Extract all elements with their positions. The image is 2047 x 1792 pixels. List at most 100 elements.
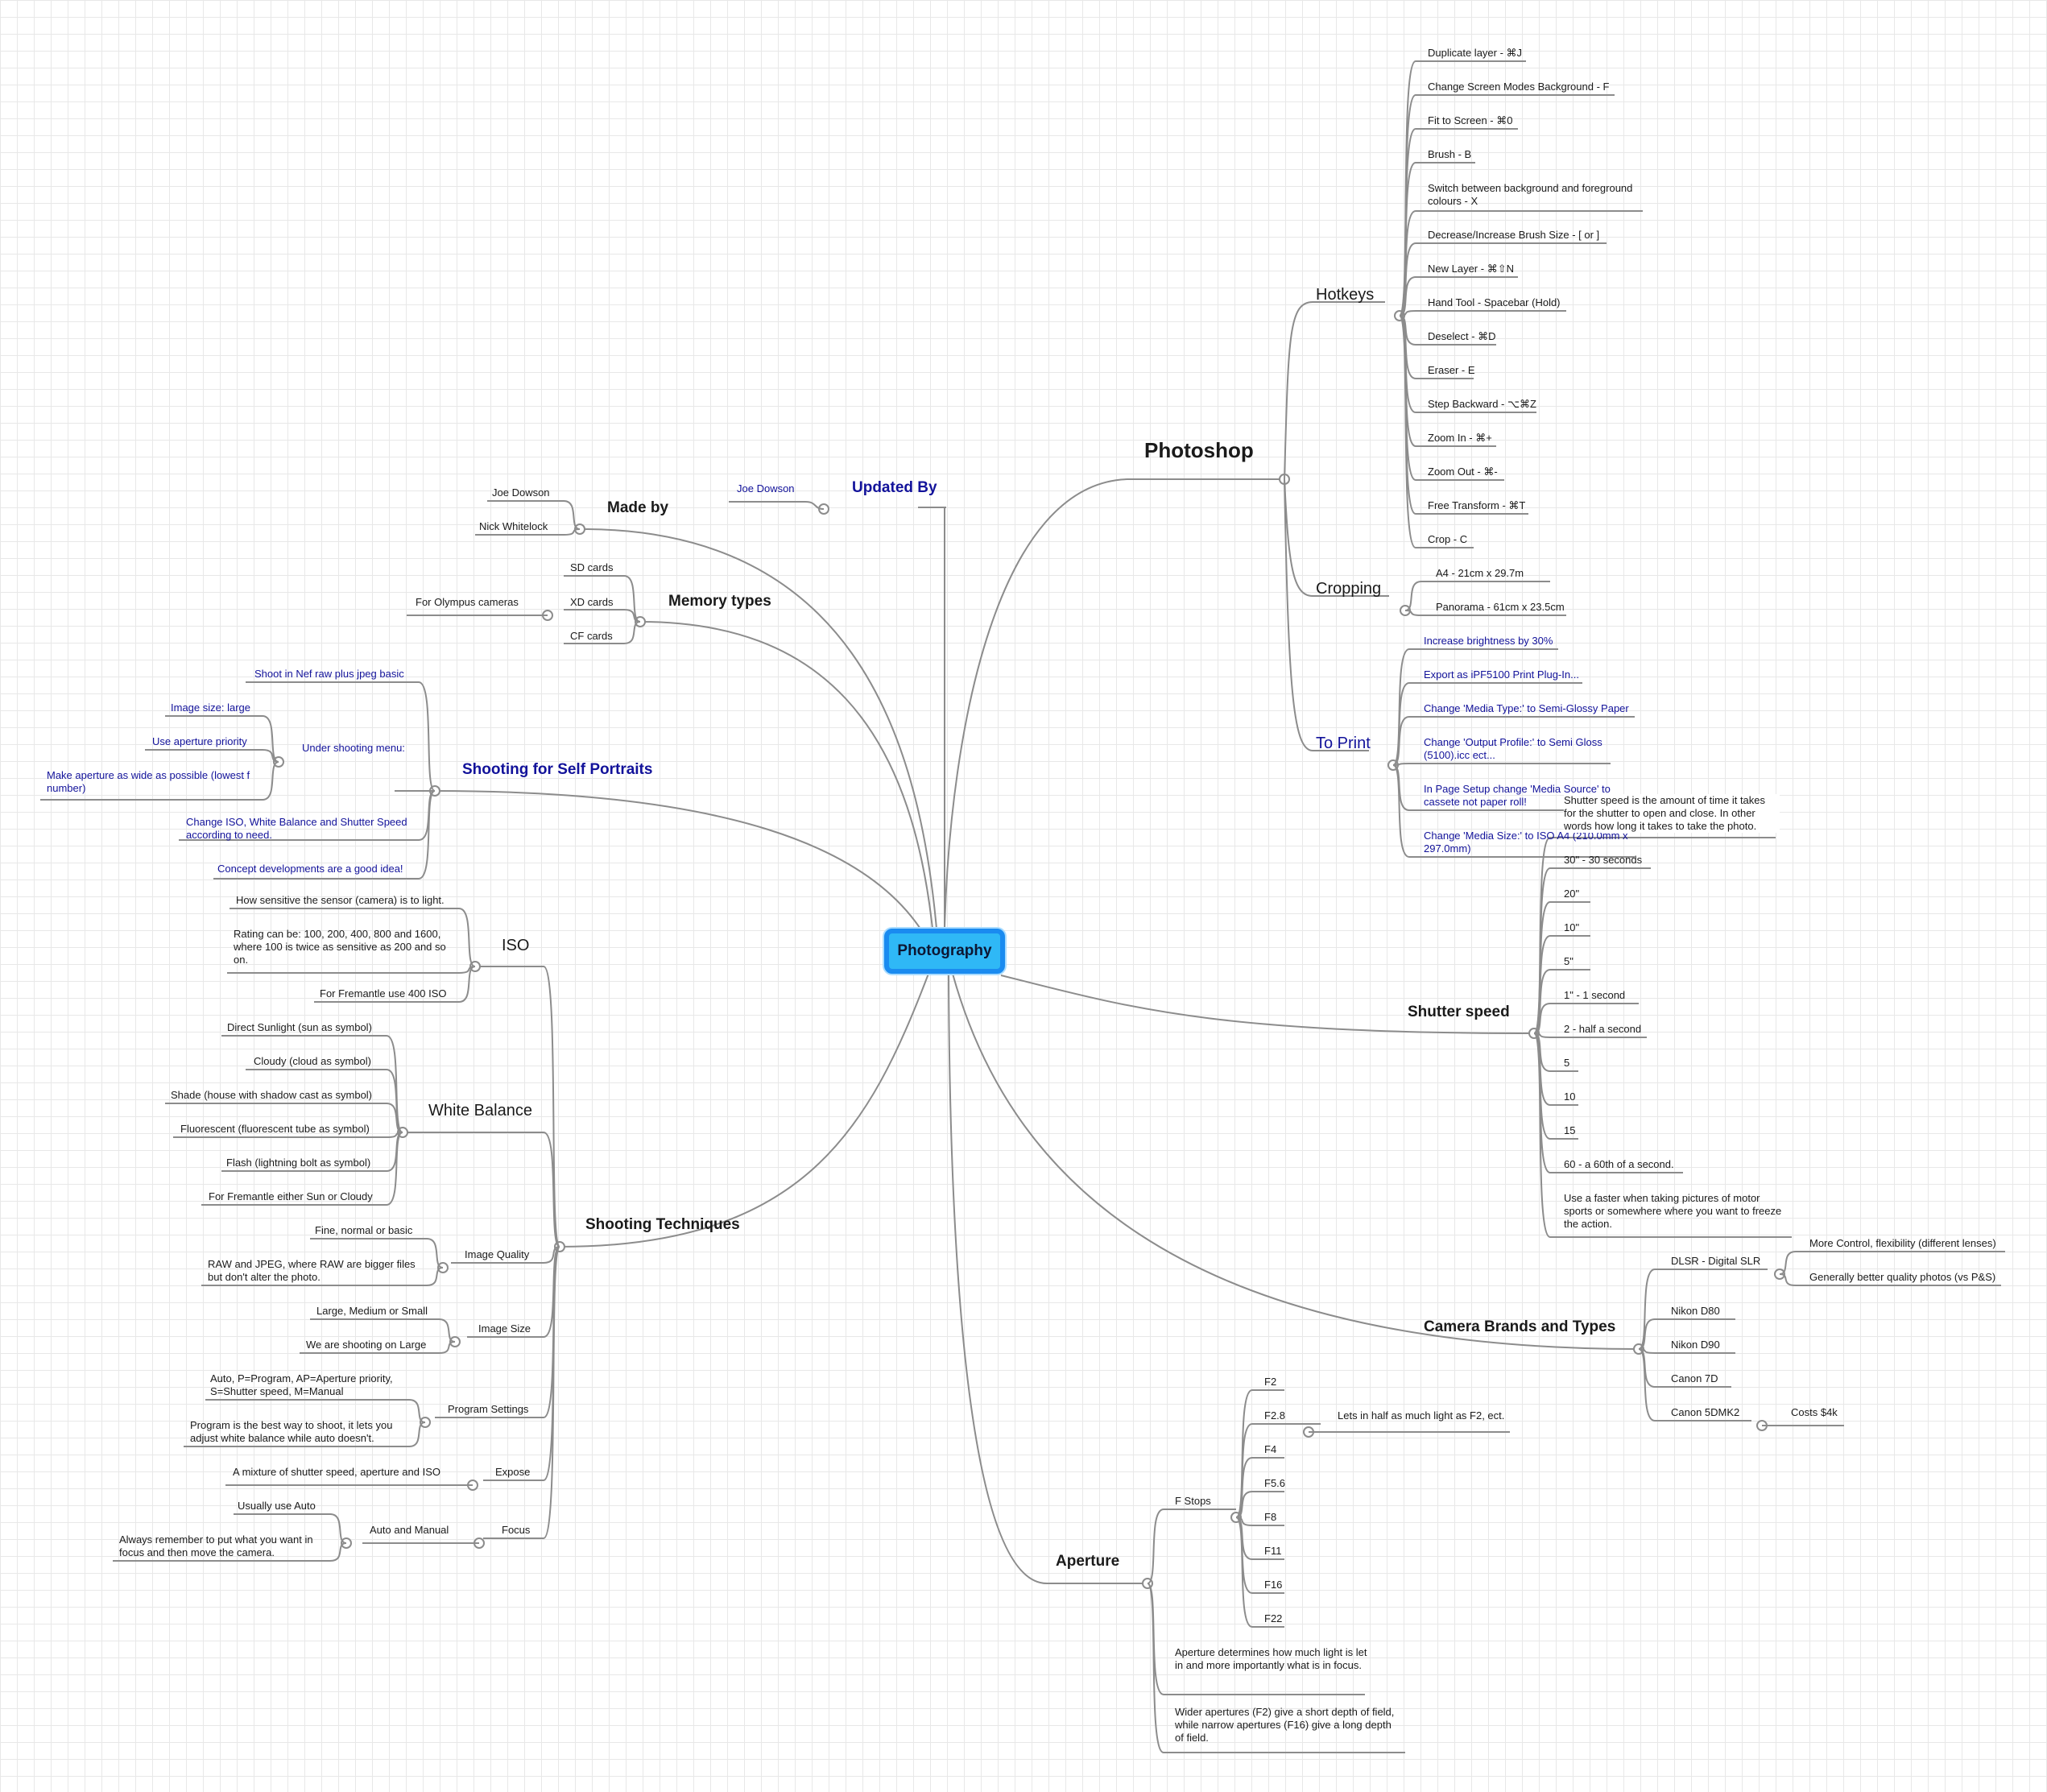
- hotkey-item[interactable]: Decrease/Increase Brush Size - [ or ]: [1428, 229, 1600, 241]
- hotkey-item[interactable]: Crop - C: [1428, 533, 1468, 545]
- fstop-item[interactable]: F11: [1264, 1545, 1282, 1557]
- aperture-title[interactable]: Aperture: [1056, 1553, 1120, 1570]
- program-settings-item[interactable]: Program is the best way to shoot, it let…: [190, 1419, 393, 1444]
- memory-type-item[interactable]: SD cards: [570, 561, 614, 573]
- shooting-menu-item[interactable]: Image size: large: [171, 701, 250, 714]
- white-balance-item[interactable]: Flash (lightning bolt as symbol): [226, 1157, 371, 1169]
- memory-types-title[interactable]: Memory types: [668, 593, 771, 610]
- shutter-speed-item[interactable]: 10: [1564, 1091, 1576, 1103]
- shutter-speed-item[interactable]: 30" - 30 seconds: [1564, 854, 1643, 866]
- shooting-menu-title[interactable]: Under shooting menu:: [302, 742, 405, 754]
- shooting-techniques-title[interactable]: Shooting Techniques: [585, 1216, 740, 1233]
- focus-item[interactable]: Always remember to put what you want in …: [119, 1533, 313, 1558]
- white-balance-item[interactable]: For Fremantle either Sun or Cloudy: [209, 1190, 373, 1202]
- shooting-menu-item[interactable]: Make aperture as wide as possible (lowes…: [47, 769, 250, 794]
- to-print-item[interactable]: Increase brightness by 30%: [1424, 635, 1553, 647]
- hotkeys-title[interactable]: Hotkeys: [1316, 286, 1375, 304]
- camera-brands-title[interactable]: Camera Brands and Types: [1424, 1318, 1616, 1335]
- made-by-name[interactable]: Nick Whitelock: [479, 520, 548, 532]
- hotkey-item[interactable]: Switch between background and foreground…: [1428, 182, 1633, 207]
- iso-item[interactable]: For Fremantle use 400 ISO: [320, 987, 447, 999]
- to-print-item[interactable]: Change 'Output Profile:' to Semi Gloss (…: [1424, 736, 1602, 761]
- hotkey-item[interactable]: Zoom In - ⌘+: [1428, 432, 1492, 444]
- hotkey-item[interactable]: Deselect - ⌘D: [1428, 330, 1496, 342]
- hotkey-item[interactable]: Hand Tool - Spacebar (Hold): [1428, 296, 1561, 308]
- updated-by-title[interactable]: Updated By: [852, 479, 937, 496]
- hotkey-item[interactable]: New Layer - ⌘⇧N: [1428, 263, 1514, 275]
- hotkey-item[interactable]: Change Screen Modes Background - F: [1428, 81, 1610, 93]
- photoshop-title[interactable]: Photoshop: [1144, 438, 1254, 462]
- camera-cost[interactable]: Costs $4k: [1791, 1406, 1838, 1418]
- fstops-title[interactable]: F Stops: [1175, 1495, 1211, 1507]
- focus-item[interactable]: Usually use Auto: [238, 1500, 316, 1512]
- to-print-item[interactable]: Export as iPF5100 Print Plug-In...: [1424, 668, 1579, 681]
- shutter-speed-item[interactable]: 5: [1564, 1057, 1570, 1069]
- aperture-item[interactable]: Wider apertures (F2) give a short depth …: [1175, 1706, 1395, 1744]
- memory-type-item[interactable]: CF cards: [570, 630, 613, 642]
- shutter-speed-item[interactable]: 1" - 1 second: [1564, 989, 1626, 1001]
- white-balance-item[interactable]: Direct Sunlight (sun as symbol): [227, 1021, 372, 1033]
- image-size-item[interactable]: We are shooting on Large: [306, 1339, 427, 1351]
- root-topic[interactable]: Photography: [884, 929, 1005, 974]
- dslr-title[interactable]: DLSR - Digital SLR: [1671, 1255, 1761, 1267]
- cropping-title[interactable]: Cropping: [1316, 580, 1382, 598]
- white-balance-item[interactable]: Fluorescent (fluorescent tube as symbol): [180, 1123, 370, 1135]
- focus-sub[interactable]: Auto and Manual: [370, 1524, 449, 1536]
- image-size-item[interactable]: Large, Medium or Small: [316, 1305, 428, 1317]
- made-by-name[interactable]: Joe Dowson: [492, 486, 550, 499]
- self-portraits-item[interactable]: Change ISO, White Balance and Shutter Sp…: [186, 816, 407, 841]
- focus-title[interactable]: Focus: [502, 1524, 531, 1536]
- cropping-item[interactable]: A4 - 21cm x 29.7m: [1436, 567, 1524, 579]
- f28-note[interactable]: Lets in half as much light as F2, ect.: [1338, 1409, 1505, 1422]
- memory-type-item[interactable]: XD cards: [570, 596, 614, 608]
- memory-type-note[interactable]: For Olympus cameras: [416, 596, 519, 608]
- to-print-item[interactable]: Change 'Media Type:' to Semi-Glossy Pape…: [1424, 702, 1629, 714]
- hotkey-item[interactable]: Zoom Out - ⌘-: [1428, 466, 1498, 478]
- camera-model[interactable]: Nikon D90: [1671, 1339, 1720, 1351]
- expose-title[interactable]: Expose: [495, 1466, 531, 1478]
- made-by-title[interactable]: Made by: [607, 499, 669, 516]
- image-quality-title[interactable]: Image Quality: [465, 1248, 530, 1260]
- shooting-menu-item[interactable]: Use aperture priority: [152, 735, 247, 747]
- dslr-item[interactable]: More Control, flexibility (different len…: [1809, 1237, 1996, 1249]
- to-print-item[interactable]: In Page Setup change 'Media Source' to c…: [1424, 783, 1611, 808]
- fstop-item[interactable]: F4: [1264, 1443, 1277, 1455]
- white-balance-title[interactable]: White Balance: [428, 1102, 532, 1119]
- program-settings-item[interactable]: Auto, P=Program, AP=Aperture priority, S…: [210, 1372, 393, 1397]
- iso-item[interactable]: How sensitive the sensor (camera) is to …: [236, 894, 445, 906]
- expose-item[interactable]: A mixture of shutter speed, aperture and…: [233, 1466, 440, 1478]
- shutter-speed-title[interactable]: Shutter speed: [1408, 1004, 1510, 1020]
- hotkey-item[interactable]: Fit to Screen - ⌘0: [1428, 114, 1513, 126]
- to-print-title[interactable]: To Print: [1316, 735, 1371, 752]
- cropping-item[interactable]: Panorama - 61cm x 23.5cm: [1436, 601, 1565, 613]
- hotkey-item[interactable]: Brush - B: [1428, 148, 1472, 160]
- fstop-item[interactable]: F2: [1264, 1376, 1277, 1388]
- program-settings-title[interactable]: Program Settings: [448, 1403, 529, 1415]
- camera-model[interactable]: Canon 5DMK2: [1671, 1406, 1740, 1418]
- iso-title[interactable]: ISO: [502, 937, 530, 954]
- image-quality-item[interactable]: RAW and JPEG, where RAW are bigger files…: [208, 1258, 416, 1283]
- shutter-speed-item[interactable]: Use a faster when taking pictures of mot…: [1564, 1192, 1782, 1230]
- dslr-item[interactable]: Generally better quality photos (vs P&S): [1809, 1271, 1996, 1283]
- shutter-speed-item[interactable]: 2 - half a second: [1564, 1023, 1642, 1035]
- image-size-title[interactable]: Image Size: [478, 1322, 531, 1335]
- fstop-item[interactable]: F5.6: [1264, 1477, 1286, 1489]
- image-quality-item[interactable]: Fine, normal or basic: [315, 1224, 413, 1236]
- fstop-item[interactable]: F2.8: [1264, 1409, 1286, 1422]
- self-portraits-item[interactable]: Concept developments are a good idea!: [217, 863, 403, 875]
- updated-by-name[interactable]: Joe Dowson: [737, 482, 795, 495]
- shutter-speed-item[interactable]: Shutter speed is the amount of time it t…: [1564, 794, 1780, 833]
- to-print-item[interactable]: Change 'Media Size:' to ISO A4 (210.0mm …: [1424, 830, 1628, 855]
- fstop-item[interactable]: F16: [1264, 1579, 1283, 1591]
- camera-model[interactable]: Canon 7D: [1671, 1372, 1718, 1384]
- self-portraits-item[interactable]: Shoot in Nef raw plus jpeg basic: [254, 668, 404, 680]
- hotkey-item[interactable]: Eraser - E: [1428, 364, 1475, 376]
- shutter-speed-item[interactable]: 20": [1564, 888, 1580, 900]
- hotkey-item[interactable]: Free Transform - ⌘T: [1428, 499, 1526, 511]
- shutter-speed-item[interactable]: 15: [1564, 1124, 1576, 1136]
- camera-model[interactable]: Nikon D80: [1671, 1305, 1720, 1317]
- fstop-item[interactable]: F22: [1264, 1612, 1283, 1624]
- white-balance-item[interactable]: Cloudy (cloud as symbol): [254, 1055, 371, 1067]
- hotkey-item[interactable]: Duplicate layer - ⌘J: [1428, 47, 1523, 59]
- shutter-speed-item[interactable]: 5": [1564, 955, 1574, 967]
